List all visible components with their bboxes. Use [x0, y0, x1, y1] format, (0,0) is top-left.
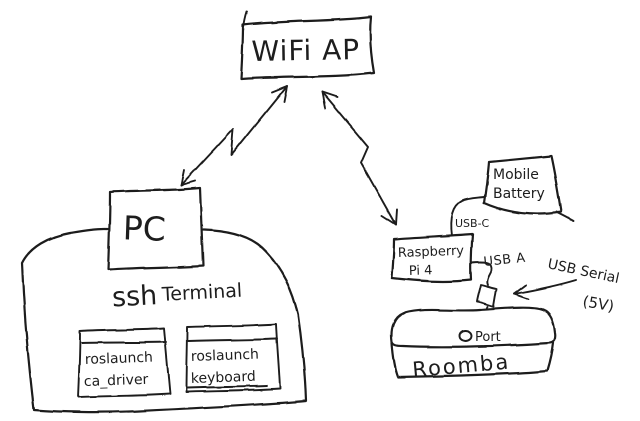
- usb-a-cable: [470, 261, 493, 286]
- roomba-label: Roomba: [411, 350, 511, 382]
- usb-serial-label: USB Serial: [546, 256, 621, 287]
- wifi-ap-box-overshoot: [242, 11, 248, 32]
- raspberry-pi-box: [390, 232, 474, 283]
- pc-box: [106, 186, 205, 272]
- wireless-link-wifi-raspberrypi: [321, 91, 398, 226]
- port-label: Port: [475, 330, 501, 345]
- wifi-ap-box: [239, 15, 376, 81]
- mobile-battery-line2: Battery: [493, 186, 545, 202]
- ink-layer: [20, 11, 577, 414]
- roomba-top-face: [390, 306, 557, 348]
- usb-serial-voltage-label: (5V): [581, 292, 615, 315]
- ssh-terminal-word1: ssh: [111, 280, 158, 313]
- mobile-battery-box-overshoot: [555, 211, 574, 222]
- terminal-ca-driver-line1: roslaunch: [85, 350, 154, 368]
- terminal-keyboard-line2: keyboard: [191, 369, 256, 387]
- raspberry-pi-line1: Raspberry: [398, 244, 465, 261]
- terminal-ca-driver-line2: ca_driver: [84, 372, 149, 390]
- raspberry-pi-line2: Pi 4: [409, 263, 433, 279]
- wifi-ap-label: WiFi AP: [251, 33, 360, 68]
- terminal-window-ca-driver-box: [77, 327, 171, 398]
- wireless-link-pc-wifi: [180, 85, 288, 186]
- roomba-side-wall: [390, 341, 555, 379]
- usb-a-label: USB A: [483, 251, 527, 270]
- ssh-terminal-word2: Terminal: [160, 280, 242, 306]
- pc-label: PC: [122, 208, 166, 248]
- usb-serial-adapter-box: [476, 284, 498, 308]
- usb-c-cable: [450, 196, 485, 237]
- terminal-window-ca-driver-titlebar: [81, 341, 167, 344]
- terminal-window-keyboard-titlebar: [187, 338, 278, 342]
- ssh-terminal-label: ssh Terminal: [111, 280, 242, 314]
- usb-serial-annotation-arrow: [513, 279, 577, 300]
- mobile-battery-box: [482, 154, 563, 215]
- keyboard-underline: [186, 385, 268, 389]
- terminal-keyboard-line1: roslaunch: [191, 347, 260, 365]
- usb-c-label: USB-C: [455, 217, 490, 230]
- port-circle: [459, 330, 473, 342]
- mobile-battery-line1: Mobile: [493, 167, 539, 183]
